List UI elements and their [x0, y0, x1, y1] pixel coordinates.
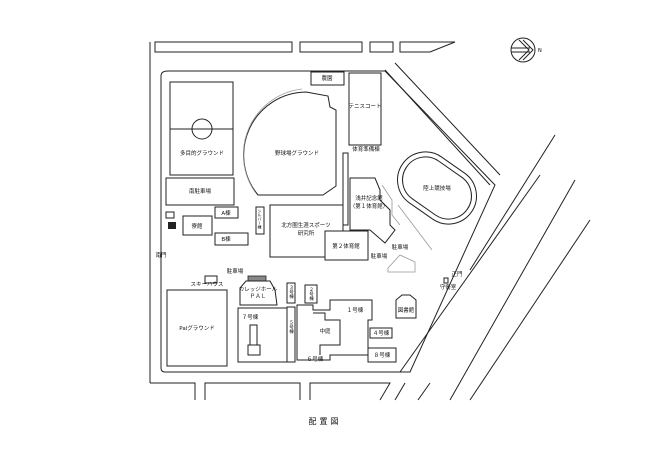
gym2-label: 第２体育館	[332, 242, 360, 250]
tennis-court	[348, 72, 382, 146]
building-3	[286, 282, 296, 304]
pal-ground	[166, 289, 228, 367]
ski-house-label: スキーハウス	[191, 280, 224, 288]
college-hall-label: カレッジホール	[239, 286, 278, 293]
baseball-ground-label: 野球場グラウンド	[275, 149, 319, 157]
building-4	[369, 327, 393, 339]
courtyard-label: 中庭	[319, 327, 331, 335]
building-4-label: ４号棟	[373, 329, 390, 337]
building-8	[367, 347, 397, 363]
college-hall-pal	[239, 280, 278, 306]
building-1-6-complex	[296, 299, 373, 361]
parking-label-center: 駐車場	[371, 252, 388, 260]
building-7-label: ７号棟	[242, 313, 259, 321]
farm-label: 農園	[321, 74, 333, 82]
campus-boundary	[160, 70, 496, 373]
library	[395, 294, 417, 319]
south-gate-label: 南門	[155, 251, 167, 259]
guard-room-label: 守衛室	[440, 283, 457, 291]
main-gate-label: 正門	[451, 271, 463, 278]
b-building	[214, 232, 249, 246]
asai-memorial-hall	[349, 177, 396, 244]
a-building	[214, 206, 239, 219]
dorm	[182, 215, 213, 236]
b-building-label: B棟	[221, 235, 231, 243]
college-hall-sublabel: ＰＡＬ	[250, 293, 267, 300]
north-label: N	[538, 48, 542, 54]
silver-building	[255, 206, 265, 235]
research-label: 北方圏生涯スポーツ	[281, 221, 330, 229]
building-1-label: １号棟	[347, 306, 364, 314]
a-building-label: A棟	[221, 209, 231, 217]
farm	[310, 71, 345, 86]
track-label: 陸上競技場	[423, 184, 451, 192]
research-sublabel: 研究所	[298, 229, 315, 237]
pal-ground-label: Palグラウンド	[179, 324, 214, 332]
building-8-label: ８号棟	[374, 351, 391, 359]
tennis-label: テニスコート	[348, 103, 381, 110]
surrounding-blocks	[149, 41, 591, 401]
gym-prep-label: 体育準備棟	[352, 145, 380, 153]
gym-prep-building	[342, 152, 349, 226]
gym-2	[324, 230, 369, 261]
building-2-label: ２号棟	[309, 287, 314, 302]
library-label: 図書館	[398, 306, 415, 314]
building-5	[286, 306, 296, 363]
asai-hall-label: 浅井記念館	[355, 194, 383, 202]
south-parking	[165, 177, 235, 206]
track-field	[397, 151, 477, 225]
building-3-label: ３号棟	[289, 285, 294, 300]
map-title: 配置図	[309, 417, 342, 426]
asai-hall-sublabel: （第１体育館）	[350, 202, 389, 210]
utility-box	[168, 222, 176, 229]
dorm-label: 寮館	[191, 222, 203, 230]
building-2	[304, 284, 318, 304]
building-5-label: ５号棟	[289, 320, 294, 335]
north-arrow-icon: N	[510, 37, 542, 63]
parking-label-west: 駐車場	[227, 267, 244, 275]
ski-house	[204, 275, 218, 284]
multipurpose-ground-label: 多目的グラウンド	[180, 149, 224, 157]
building-6-label: ６号棟	[307, 355, 324, 363]
silver-building-label: シルバー棟	[258, 209, 263, 230]
baseball-ground	[243, 91, 337, 196]
south-parking-label: 南駐車場	[189, 187, 212, 195]
parking-label-east: 駐車場	[392, 243, 409, 251]
